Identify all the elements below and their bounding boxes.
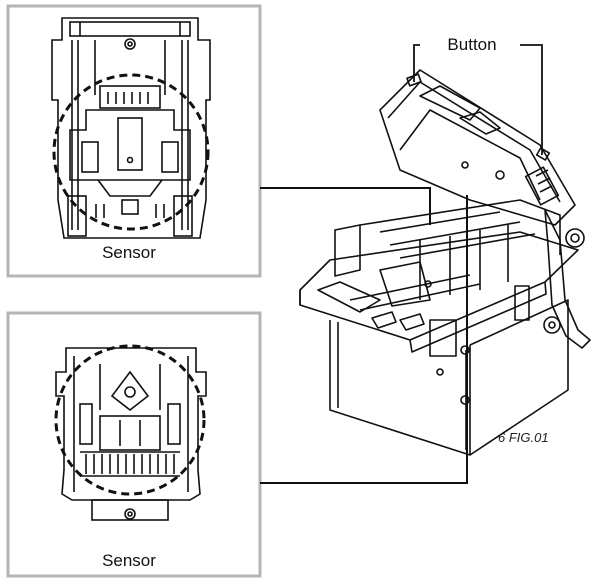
bottom-sensor-highlight <box>54 344 206 496</box>
figure-id: 6 FIG.01 <box>498 430 549 445</box>
bottom-leader-line <box>260 195 468 484</box>
bottom-sensor-module-drawing <box>55 347 207 521</box>
button-leader-right <box>520 44 543 155</box>
printer-mechanism-drawing <box>299 69 591 456</box>
button-leader-left <box>413 44 420 82</box>
top-sensor-module-drawing <box>51 17 211 239</box>
bottom-sensor-label: Sensor <box>102 551 156 570</box>
top-sensor-label: Sensor <box>102 243 156 262</box>
top-leader-line <box>260 187 431 225</box>
button-label: Button <box>447 35 497 54</box>
top-detail-panel <box>6 4 262 278</box>
top-sensor-highlight <box>52 73 210 231</box>
bottom-detail-panel <box>6 311 262 578</box>
